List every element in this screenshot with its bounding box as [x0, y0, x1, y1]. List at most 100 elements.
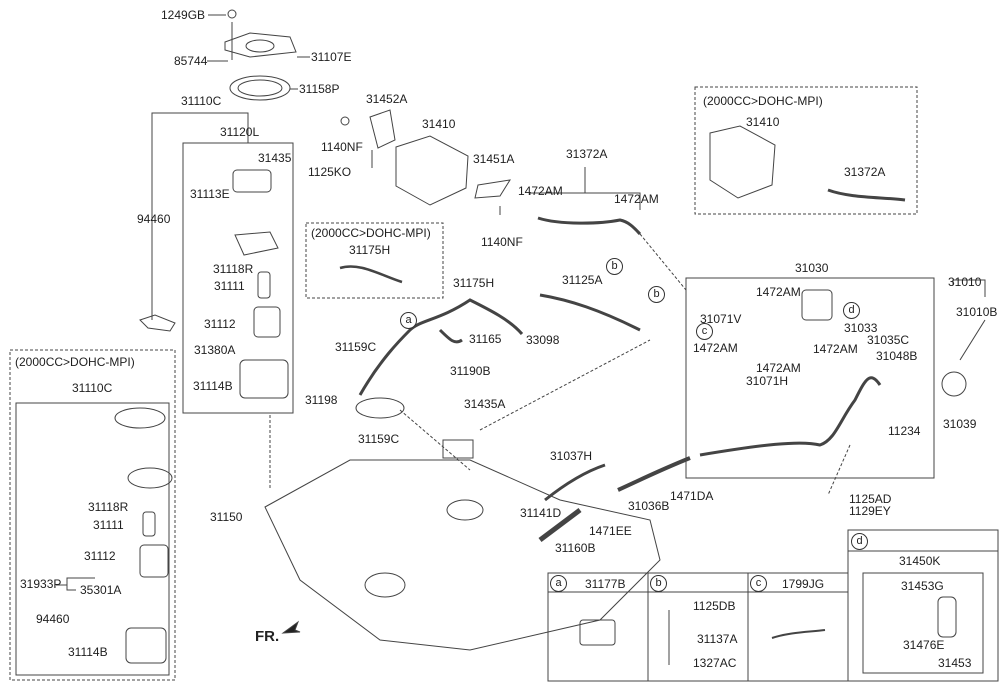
variant-box-hose — [305, 222, 444, 299]
part-label: 94460 — [137, 212, 171, 226]
variant-note: (2000CC>DOHC-MPI) — [15, 355, 135, 369]
part-label: 1472AM — [813, 342, 858, 356]
part-label: 31118R — [88, 500, 129, 514]
variant-box-pump — [9, 349, 176, 681]
part-label: 1140NF — [481, 235, 523, 249]
part-label: 85744 — [174, 54, 208, 68]
part-label: 31033 — [844, 321, 878, 335]
part-31190b — [442, 439, 474, 459]
part-label: 31452A — [366, 92, 408, 106]
box-alt-31110c — [15, 402, 170, 676]
plate-31107e — [224, 32, 297, 58]
part-label: 31120L — [220, 125, 260, 139]
part-label: 31035C — [867, 333, 910, 347]
variant-box-canister — [694, 86, 918, 215]
part-label: 31933P — [20, 577, 62, 591]
part-label: 31111 — [214, 279, 245, 293]
part-label: 31141D — [520, 506, 562, 520]
bolt-1249gb-head — [227, 9, 237, 19]
hose-31372a — [537, 216, 642, 236]
part-label: 31158P — [299, 82, 340, 96]
part-label: 31125A — [562, 273, 603, 287]
part-label: 31112 — [204, 317, 236, 331]
part-label: 1140NF — [321, 140, 363, 154]
legend-key-d: d — [851, 533, 868, 550]
part-label: 31037H — [550, 449, 593, 463]
part-label: 1472AM — [518, 184, 563, 198]
part-label: 31450K — [899, 554, 941, 568]
pipe-31160b — [538, 508, 582, 542]
legend-key-c: c — [750, 575, 767, 592]
part-label: 31476E — [903, 638, 945, 652]
part-label: 1472AM — [756, 361, 801, 375]
part-label: 1471EE — [589, 524, 632, 538]
callout-a: a — [400, 312, 417, 329]
part-label: 1471DA — [670, 489, 714, 503]
box-31120l — [182, 142, 294, 414]
part-label: 1129EY — [849, 504, 891, 518]
legend-key-a: a — [550, 575, 567, 592]
part-label: 31435A — [464, 397, 506, 411]
variant-note: (2000CC>DOHC-MPI) — [311, 226, 431, 240]
part-label: 1472AM — [756, 285, 801, 299]
canister-31410 — [395, 135, 469, 206]
front-indicator: FR. — [255, 628, 280, 645]
part-label: 31159C — [335, 340, 377, 354]
part-label: 94460 — [36, 612, 70, 626]
plate-31198 — [355, 397, 405, 419]
part-label: 31453 — [938, 656, 972, 670]
part-label: 31380A — [194, 343, 236, 357]
part-label: 31107E — [311, 50, 352, 64]
hose-31036b — [617, 456, 691, 492]
part-label: 1472AM — [693, 341, 738, 355]
part-label: 1125AD — [849, 492, 892, 506]
part-label: 31137A — [697, 632, 738, 646]
part-label: 31118R — [213, 262, 254, 276]
legend-part-a: 31177B — [585, 577, 626, 591]
part-label: 31030 — [795, 261, 829, 275]
bracket-31452a — [369, 109, 396, 149]
part-label: 31113E — [190, 187, 230, 201]
callout-b: b — [648, 286, 665, 303]
part-label: 31190B — [450, 364, 491, 378]
part-label: 31453G — [901, 579, 944, 593]
part-label: 31150 — [210, 510, 243, 524]
part-label: 31036B — [628, 499, 670, 513]
hose-31125a — [539, 293, 641, 332]
part-label: 31071H — [746, 374, 789, 388]
part-label: 31451A — [473, 152, 515, 166]
part-label: 31010 — [948, 275, 982, 289]
part-label: 31111 — [93, 518, 124, 532]
part-label: 31110C — [72, 381, 113, 395]
part-label: 31010B — [956, 305, 998, 319]
part-label: 31410 — [422, 117, 456, 131]
part-label: 31198 — [305, 393, 338, 407]
part-label: 31160B — [555, 541, 596, 555]
part-label: 1125DB — [693, 599, 736, 613]
callout-c: c — [696, 323, 713, 340]
part-label: 1125KO — [308, 165, 352, 179]
hose-31037h — [544, 463, 606, 502]
part-label: 31175H — [349, 243, 391, 257]
part-label: 31112 — [84, 549, 116, 563]
part-label: 31435 — [258, 151, 292, 165]
part-label: 1472AM — [614, 192, 659, 206]
legend-part-c: 1799JG — [782, 577, 825, 591]
gasket-31158p — [229, 75, 291, 101]
box-31030 — [685, 277, 935, 479]
part-label: 31114B — [193, 379, 233, 393]
part-label: 33098 — [526, 333, 560, 347]
part-label: 31410 — [746, 115, 780, 129]
part-label: 31165 — [469, 332, 502, 346]
fuel-cap — [941, 371, 967, 397]
filler-neck — [699, 376, 882, 457]
part-label: 31039 — [943, 417, 977, 431]
variant-note: (2000CC>DOHC-MPI) — [703, 94, 823, 108]
part-label: 1249GB — [161, 8, 206, 22]
part-label: 31372A — [844, 165, 886, 179]
hose-31175h — [358, 298, 524, 396]
part-label: 1327AC — [693, 656, 737, 670]
part-label: 31159C — [358, 432, 400, 446]
bracket-31451a — [474, 179, 512, 199]
